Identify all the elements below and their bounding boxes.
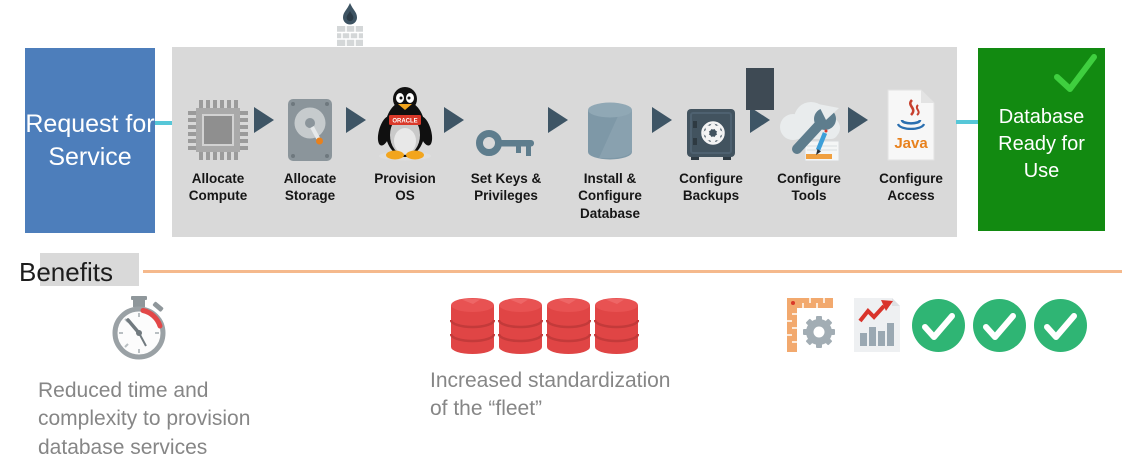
cpu-chip-icon bbox=[188, 100, 248, 160]
arrow-right-icon bbox=[346, 107, 366, 133]
java-document-icon: Java bbox=[887, 89, 935, 161]
step-label: Set Keys & Privileges bbox=[470, 171, 542, 204]
step-allocate-compute: Allocate Compute bbox=[182, 47, 254, 205]
bar-chart-report-icon bbox=[854, 298, 900, 352]
tux-penguin-oracle-icon: ORACLE bbox=[377, 87, 433, 161]
dark-rectangle bbox=[746, 68, 774, 110]
arrow-right-icon bbox=[548, 107, 568, 133]
firewall-icon bbox=[337, 3, 363, 46]
arrow-right-icon bbox=[444, 107, 464, 133]
step-allocate-storage: Allocate Storage bbox=[274, 47, 346, 205]
safe-vault-icon bbox=[687, 109, 735, 160]
benefits-heading-highlight bbox=[40, 253, 139, 286]
request-label: Request for Service bbox=[25, 109, 155, 171]
step-label: Provision OS bbox=[374, 171, 436, 204]
red-database-icon bbox=[594, 298, 639, 354]
ruler-gear-icon bbox=[787, 298, 835, 352]
database-cylinder-icon bbox=[588, 102, 632, 160]
database-ready-box: Database Ready for Use bbox=[978, 48, 1105, 231]
svg-text:Java: Java bbox=[894, 135, 928, 152]
arrow-right-icon bbox=[254, 107, 274, 133]
connector-line-left bbox=[155, 121, 173, 125]
step-label: Allocate Storage bbox=[283, 171, 337, 204]
arrow-right-icon bbox=[652, 107, 672, 133]
stopwatch-icon bbox=[112, 296, 166, 360]
process-band: Allocate Compute Allocate Storage bbox=[172, 47, 957, 237]
step-label: Configure Backups bbox=[679, 171, 743, 204]
red-database-stack bbox=[450, 297, 680, 355]
hard-drive-icon bbox=[288, 99, 332, 161]
svg-text:ORACLE: ORACLE bbox=[392, 119, 417, 125]
check-circle-icon bbox=[912, 298, 965, 352]
check-circle-icon bbox=[1034, 298, 1087, 352]
red-database-icon bbox=[546, 298, 591, 354]
key-icon bbox=[476, 130, 534, 156]
step-configure-access: Java Configure Access bbox=[868, 47, 954, 205]
benefits-divider-line bbox=[143, 270, 1122, 273]
firewall-decoration bbox=[336, 3, 364, 52]
step-set-keys-privileges: Set Keys & Privileges bbox=[464, 47, 548, 205]
step-configure-tools: Configure Tools bbox=[770, 47, 848, 205]
step-install-configure-database: Install & Configure Database bbox=[568, 47, 652, 222]
step-label: Configure Access bbox=[879, 171, 943, 204]
step-configure-backups: Configure Backups bbox=[672, 47, 750, 205]
request-for-service-box: Request for Service bbox=[25, 48, 155, 233]
step-label: Install & Configure Database bbox=[578, 171, 642, 221]
benefit-standardization: Increased standardization of the “fleet” bbox=[430, 297, 680, 424]
benefit-quality-icons bbox=[787, 294, 1088, 356]
ready-check-icon bbox=[1054, 54, 1097, 92]
step-label: Configure Tools bbox=[777, 171, 841, 204]
benefit-reduced-time: Reduced time and complexity to provision… bbox=[38, 296, 288, 462]
connector-line-right bbox=[956, 120, 979, 124]
step-provision-os: ORACLE Provision OS bbox=[366, 47, 444, 205]
arrow-right-icon bbox=[848, 107, 868, 133]
benefit-text: Reduced time and complexity to provision… bbox=[38, 379, 251, 459]
cloud-wrench-tools-icon bbox=[780, 102, 840, 161]
red-database-icon bbox=[498, 298, 543, 354]
ready-label: Database Ready for Use bbox=[998, 106, 1085, 182]
red-database-icon bbox=[450, 298, 495, 354]
benefit-text: Increased standardization of the “fleet” bbox=[430, 369, 671, 421]
step-label: Allocate Compute bbox=[188, 171, 248, 204]
check-circle-icon bbox=[973, 298, 1026, 352]
arrow-right-icon bbox=[750, 107, 770, 133]
benefits-heading: Benefits bbox=[19, 257, 113, 287]
